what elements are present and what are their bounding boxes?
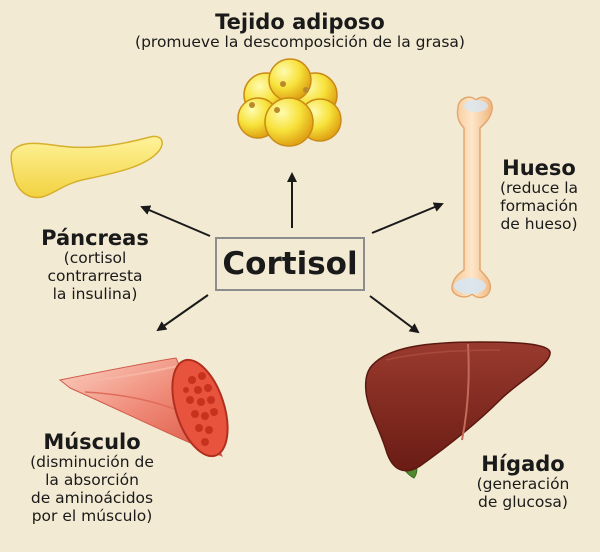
muscle-sub-line: (disminución de (30, 453, 154, 472)
adipose-sub-line: (promueve la descomposición de la grasa) (135, 33, 465, 52)
pancreas-icon (10, 135, 163, 199)
muscle-sub-line: la absorción (45, 470, 139, 489)
pancreas-label: Páncreas (cortisol contrarresta la insul… (10, 226, 180, 304)
pancreas-title: Páncreas (41, 226, 149, 250)
bone-sub-line: (reduce la (499, 179, 579, 198)
adipose-title: Tejido adiposo (215, 10, 385, 34)
pancreas-sub-line: (cortisol (63, 249, 127, 268)
bone-label: Hueso (reduce la formación de hueso) (478, 156, 600, 234)
pancreas-sub: (cortisol contrarresta la insulina) (10, 249, 180, 303)
muscle-sub-line: de aminoácidos (30, 488, 154, 507)
bone-sub-line: formación (500, 196, 578, 215)
liver-label: Hígado (generación de glucosa) (450, 452, 596, 512)
arrow-to-bone (371, 202, 444, 234)
muscle-label: Músculo (disminución de la absorción de … (4, 430, 180, 525)
arrow-to-pancreas (140, 205, 211, 237)
fat-cells-icon (237, 58, 342, 147)
adipose-label: Tejido adiposo (promueve la descomposici… (60, 10, 540, 52)
pancreas-sub-line: contrarresta (47, 266, 143, 285)
liver-sub-line: de glucosa) (478, 492, 568, 511)
bone-title: Hueso (502, 156, 576, 180)
liver-sub-line: (generación (476, 475, 570, 494)
liver-icon (364, 341, 551, 479)
cortisol-box: Cortisol (215, 237, 365, 291)
liver-title: Hígado (481, 452, 565, 476)
muscle-title: Músculo (43, 430, 141, 454)
arrow-to-liver (369, 295, 420, 334)
pancreas-sub-line: la insulina) (52, 284, 138, 303)
adipose-sub: (promueve la descomposición de la grasa) (60, 33, 540, 52)
arrows (140, 172, 444, 334)
muscle-icon (58, 357, 229, 458)
liver-sub: (generación de glucosa) (450, 475, 596, 512)
bone-icon (451, 96, 493, 299)
muscle-sub-line: por el músculo) (31, 506, 153, 525)
bone-sub-line: de hueso) (500, 214, 578, 233)
bone-sub: (reduce la formación de hueso) (478, 179, 600, 233)
arrow-to-muscle (156, 294, 209, 332)
muscle-sub: (disminución de la absorción de aminoáci… (4, 453, 180, 525)
